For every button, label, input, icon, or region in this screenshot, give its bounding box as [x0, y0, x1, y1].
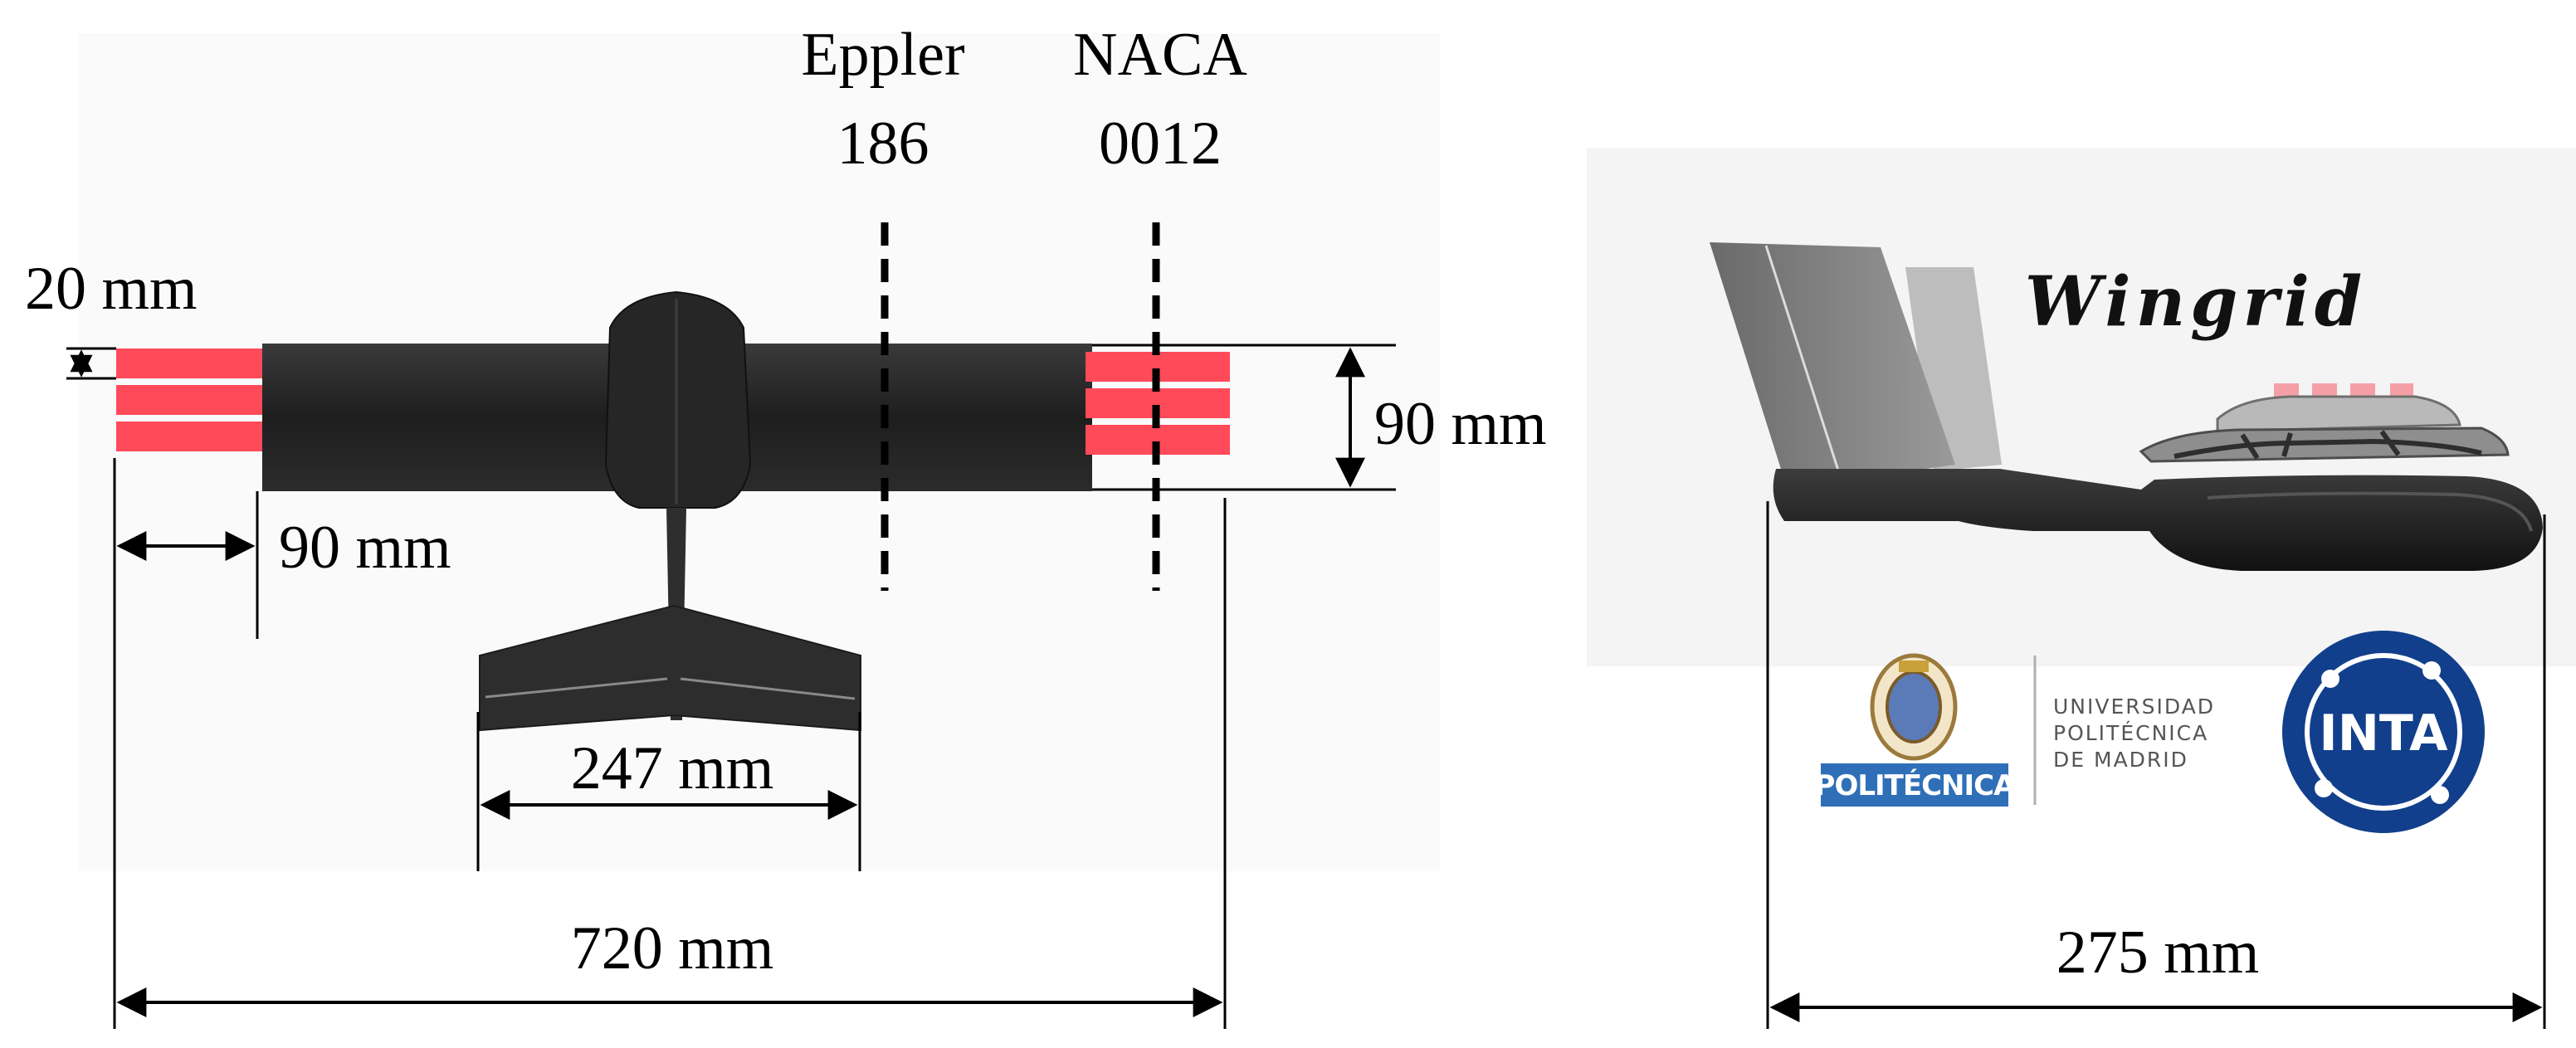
- side-view: Wingrid POLITÉCNICA UNIVERSIDAD POLITÉCN…: [1587, 148, 2576, 1029]
- side-grid-fin: [2139, 383, 2510, 463]
- inta-dot-bottom-right: [2431, 786, 2449, 804]
- canopy-strut-3: [2379, 430, 2401, 456]
- naca-label-line2: 0012: [1099, 110, 1222, 178]
- canopy-strut-1: [2240, 433, 2260, 460]
- right-grid-fin: [1086, 352, 1230, 455]
- inta-logo: INTA: [2282, 631, 2485, 833]
- total-span-label: 720 mm: [571, 914, 774, 982]
- upm-text-line2: POLITÉCNICA: [2053, 721, 2208, 745]
- top-view: Eppler 186 NACA 0012 20 mm 90 mm 90 mm: [25, 21, 1547, 1029]
- chord-dimension: 90 mm: [1092, 344, 1547, 491]
- tail-panel-line-right: [680, 677, 856, 700]
- inta-dot-top-right: [2422, 661, 2441, 680]
- fuselage-pod: [604, 290, 752, 509]
- upm-badge: [1821, 763, 2008, 807]
- upm-logo: POLITÉCNICA UNIVERSIDAD POLITÉCNICA DE M…: [1815, 653, 2215, 807]
- tail-panel-line-left: [485, 677, 668, 699]
- tail-span-label: 247 mm: [571, 734, 774, 802]
- naca-label-line1: NACA: [1073, 21, 1247, 89]
- fuselage-length-label: 275 mm: [2056, 919, 2260, 987]
- upm-crest-inner: [1886, 670, 1942, 743]
- left-grid-bar-1: [116, 349, 266, 378]
- fuselage-shadow: [2207, 491, 2533, 532]
- left-grid-bar-3: [116, 422, 266, 451]
- vertical-tail: [1710, 242, 1955, 480]
- upm-text-line3: DE MADRID: [2053, 748, 2188, 772]
- chord-label: 90 mm: [1374, 390, 1547, 458]
- eppler-label-line1: Eppler: [801, 21, 964, 89]
- canopy-strut-2: [2281, 432, 2293, 457]
- left-grid-bar-2: [116, 385, 266, 415]
- grid-length-label: 90 mm: [279, 514, 451, 582]
- horizontal-tail: [479, 604, 861, 732]
- canopy-upper: [2216, 395, 2461, 433]
- vertical-tail-hinge: [1764, 245, 1841, 474]
- spacing-label: 20 mm: [25, 255, 198, 323]
- upm-text-line1: UNIVERSIDAD: [2053, 695, 2215, 719]
- total-span-dimension: 720 mm: [116, 498, 1227, 1029]
- spacing-dimension: 20 mm: [25, 255, 198, 380]
- model-name: Wingrid: [2025, 262, 2367, 342]
- upm-badge-text: POLITÉCNICA: [1815, 768, 2017, 802]
- inta-dot-bottom-left: [2315, 779, 2333, 797]
- inta-dot-top-left: [2321, 670, 2339, 688]
- eppler-label-line2: 186: [837, 110, 929, 178]
- fuselage-length-dimension: 275 mm: [1766, 501, 2546, 1029]
- inta-logo-text: INTA: [2319, 704, 2448, 763]
- grid-length-dimension: 90 mm: [113, 458, 451, 1029]
- left-grid-fin: [116, 349, 266, 451]
- canopy-frame: [2174, 438, 2482, 459]
- tail-span-dimension: 247 mm: [476, 712, 861, 871]
- upm-crown: [1899, 660, 1929, 672]
- inta-orbit: [2305, 653, 2462, 811]
